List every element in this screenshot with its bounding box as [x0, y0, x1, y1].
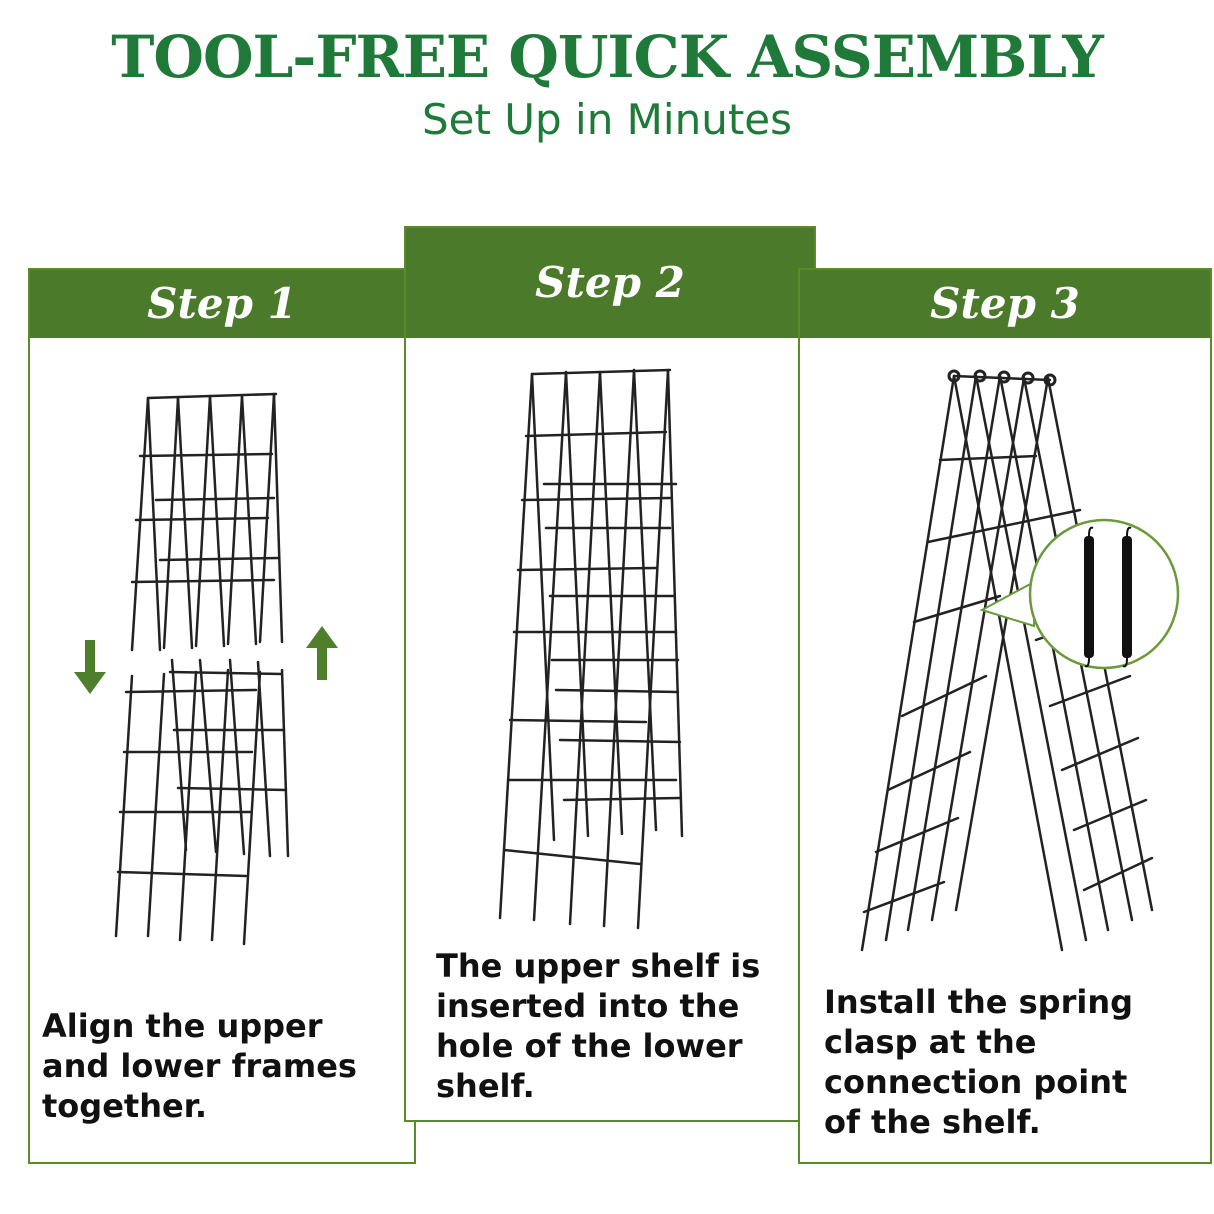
spring-clasp-zoom-icon — [979, 518, 1180, 670]
arrow-down-icon — [74, 640, 106, 694]
step-1-header: Step 1 — [30, 270, 414, 338]
page-subtitle: Set Up in Minutes — [421, 95, 793, 144]
arrow-up-icon — [306, 626, 338, 680]
step-1-panel: Step 1 Align the upper and lower frames … — [28, 268, 416, 1164]
step-2-header: Step 2 — [406, 228, 814, 338]
page-title: TOOL-FREE QUICK ASSEMBLY — [111, 23, 1103, 91]
step-3-trellis-illustration — [860, 369, 1180, 952]
step-1-trellis-illustration — [74, 392, 338, 946]
step-2-text: The upper shelf is inserted into the hol… — [436, 947, 761, 1105]
step-3-text: Install the spring clasp at the connecti… — [824, 983, 1134, 1141]
step-3-panel: Step 3 Install the spring clasp at the c… — [798, 268, 1212, 1164]
step-1-text: Align the upper and lower frames togethe… — [42, 1007, 357, 1125]
step-2-panel: Step 2 The upper shelf is inserted into … — [404, 226, 816, 1122]
step-3-header: Step 3 — [800, 270, 1210, 338]
step-2-trellis-illustration — [498, 368, 684, 930]
